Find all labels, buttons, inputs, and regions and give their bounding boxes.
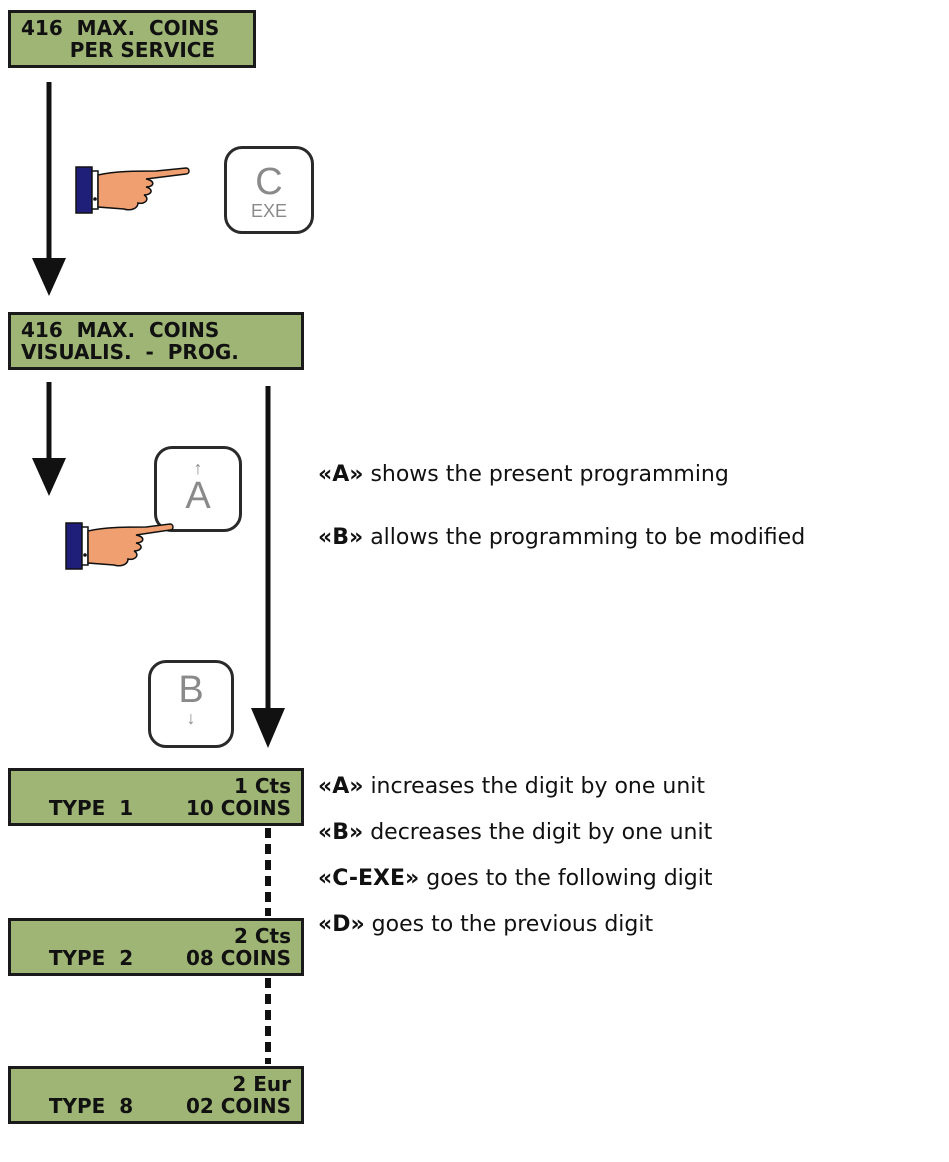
note-text: shows the present programming xyxy=(363,462,729,487)
note-key: «B» xyxy=(318,525,364,550)
pointing-hand-icon xyxy=(75,166,190,214)
lcd-type-label: TYPE 8 xyxy=(48,1094,134,1118)
key-a[interactable]: ↑ A xyxy=(154,446,242,532)
key-c-exe[interactable]: C EXE xyxy=(224,146,314,234)
lcd-row-2: 10 COINS xyxy=(21,797,291,819)
key-b-label: B xyxy=(178,669,204,711)
lcd-coin-value: 2 Cts xyxy=(233,924,291,948)
note-c-exe-next: «C-EXE» goes to the following digit xyxy=(318,866,713,891)
flow-graphics xyxy=(32,82,285,1064)
lcd-display-type-1: TYPE 1 1 Cts 10 COINS xyxy=(8,768,304,826)
lcd-row-1: TYPE 1 1 Cts xyxy=(21,774,291,819)
lcd-display-type-2: TYPE 2 2 Cts 08 COINS xyxy=(8,918,304,976)
arrow-up-icon: ↑ xyxy=(193,458,203,478)
note-b-modify: «B» allows the programming to be modifie… xyxy=(318,525,805,550)
note-a-show: «A» shows the present programming xyxy=(318,462,729,487)
note-b-decrease: «B» decreases the digit by one unit xyxy=(318,820,712,845)
lcd-display-visualis-prog: 416 MAX. COINS VISUALIS. - PROG. xyxy=(8,312,304,370)
lcd-coin-value: 1 Cts xyxy=(233,774,291,798)
note-key: «C-EXE» xyxy=(318,866,420,891)
lcd-row-1: TYPE 2 2 Cts xyxy=(21,924,291,969)
key-exe-label: EXE xyxy=(250,201,288,221)
lcd-line-1: 416 MAX. COINS xyxy=(21,318,220,342)
lcd-row-1: TYPE 8 2 Eur xyxy=(21,1072,291,1117)
arrow-down-icon: ↓ xyxy=(186,708,196,728)
lcd-row-2: 08 COINS xyxy=(21,947,291,969)
note-text: allows the programming to be modified xyxy=(363,525,806,550)
note-text: decreases the digit by one unit xyxy=(363,820,713,845)
lcd-line-2: VISUALIS. - PROG. xyxy=(21,340,239,364)
lcd-display-type-8: TYPE 8 2 Eur 02 COINS xyxy=(8,1066,304,1124)
lcd-line-1: 416 MAX. COINS xyxy=(21,16,220,40)
note-text: increases the digit by one unit xyxy=(363,774,706,799)
key-a-label: A xyxy=(185,475,211,517)
lcd-coin-count: 08 COINS xyxy=(185,946,291,970)
note-key: «D» xyxy=(318,912,365,937)
note-d-previous: «D» goes to the previous digit xyxy=(318,912,653,937)
note-text: goes to the previous digit xyxy=(364,912,654,937)
flow-arrow-down xyxy=(32,382,66,496)
note-a-increase: «A» increases the digit by one unit xyxy=(318,774,705,799)
note-key: «B» xyxy=(318,820,364,845)
note-text: goes to the following digit xyxy=(419,866,713,891)
lcd-coin-value: 2 Eur xyxy=(232,1072,291,1096)
lcd-type-label: TYPE 2 xyxy=(48,946,134,970)
lcd-coin-count: 02 COINS xyxy=(185,1094,291,1118)
lcd-type-label: TYPE 1 xyxy=(48,796,134,820)
lcd-display-max-coins: 416 MAX. COINS PER SERVICE xyxy=(8,10,256,68)
lcd-row-2: 02 COINS xyxy=(21,1095,291,1117)
key-b[interactable]: B ↓ xyxy=(148,660,234,748)
flow-arrow-down-long xyxy=(251,386,285,748)
note-key: «A» xyxy=(318,774,364,799)
note-key: «A» xyxy=(318,462,364,487)
lcd-coin-count: 10 COINS xyxy=(185,796,291,820)
flow-arrow-down xyxy=(32,82,66,296)
lcd-line-2: PER SERVICE xyxy=(21,38,216,62)
pointing-hand-icon xyxy=(65,522,174,570)
key-c-label: C xyxy=(255,161,283,203)
